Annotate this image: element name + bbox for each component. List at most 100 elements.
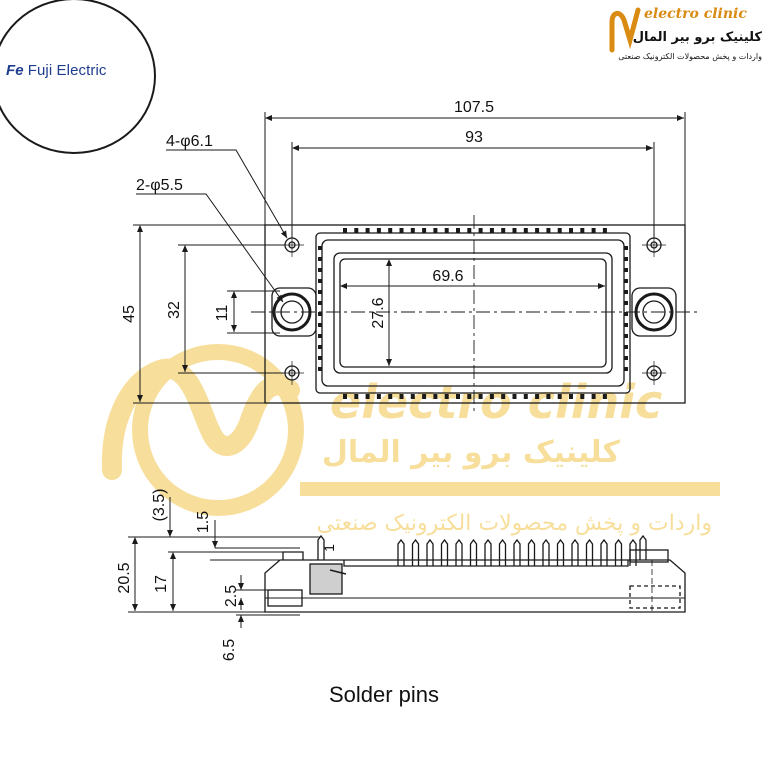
pin-right <box>624 279 628 283</box>
pin-left <box>318 323 322 327</box>
side-dimensions <box>128 497 320 628</box>
brand-farsi-main: کلینیک برو بیر المال <box>632 30 762 45</box>
small-hole-br <box>642 361 666 385</box>
pin-top <box>399 228 404 233</box>
solder-pin <box>629 538 637 566</box>
solder-pin <box>455 538 463 566</box>
pin-bottom <box>354 394 359 399</box>
pin-right <box>624 301 628 305</box>
fuji-logo-mark: Fe <box>6 62 24 79</box>
pin-top <box>365 228 370 233</box>
large-hole-right <box>631 287 677 337</box>
pin-left <box>318 367 322 371</box>
pin-bottom <box>467 394 472 399</box>
pin-bottom <box>365 394 370 399</box>
pin-right <box>624 257 628 261</box>
pin-bottom <box>569 394 573 399</box>
brand-title: electro clinic <box>644 6 747 22</box>
pin-top <box>433 228 438 233</box>
electro-clinic-brand: electro clinic کلینیک برو بیر المال وارد… <box>604 0 768 70</box>
pin-right <box>624 312 628 316</box>
watermark-farsi-sub: واردات و پخش محصولات الکترونیک صنعتی <box>317 511 712 536</box>
solder-pin <box>639 534 647 560</box>
solder-pin <box>527 538 536 566</box>
dim-pin-offset: (3.5) <box>151 489 168 522</box>
top-dimension-labels: 107.5 93 4-φ6.1 2-φ5.5 69.6 45 32 11 27.… <box>121 99 494 329</box>
pin-left <box>318 356 322 360</box>
pin-right <box>624 268 628 272</box>
pin-right <box>624 367 628 371</box>
solder-pin <box>571 538 579 566</box>
dim-window-width: 27.6 <box>370 297 387 328</box>
dim-large-hole-span: 11 <box>214 305 231 322</box>
pin-top <box>467 228 472 233</box>
pin-bottom <box>456 394 460 399</box>
pin-bottom <box>388 394 393 399</box>
dim-window-length: 69.6 <box>432 268 463 285</box>
dim-pin-small: 1 <box>321 544 337 552</box>
pin-top <box>580 228 585 233</box>
dim-holes-small: 4-φ6.1 <box>166 133 213 150</box>
dim-overall-width: 45 <box>121 305 138 323</box>
side-view <box>264 534 686 613</box>
pin-left <box>318 334 322 338</box>
pin-top <box>388 228 393 233</box>
pin-bottom <box>422 394 427 399</box>
pin-bottom <box>602 394 607 399</box>
solder-pin <box>440 538 449 566</box>
pin-top <box>546 228 551 233</box>
pin-bottom <box>343 394 347 399</box>
dim-overall-length: 107.5 <box>454 99 494 116</box>
pin-bottom <box>478 394 483 399</box>
large-hole-left <box>271 287 317 337</box>
pin-top <box>444 228 449 233</box>
pin-col-right <box>624 246 628 371</box>
pin-top <box>489 228 494 233</box>
dim-holes-large: 2-φ5.5 <box>136 177 183 194</box>
dim-pin-below: 6.5 <box>221 639 238 661</box>
pin-top <box>354 228 359 233</box>
watermark: electro clinic کلینیک برو بیر المال وارد… <box>101 344 720 536</box>
solder-pins <box>317 534 647 566</box>
module-outline <box>264 224 686 404</box>
solder-pin <box>513 538 521 566</box>
dim-side-body: 17 <box>153 575 170 593</box>
pin-row-top <box>343 228 607 233</box>
solder-pin <box>426 538 434 566</box>
pin-top <box>501 228 506 233</box>
pin-bottom <box>433 394 438 399</box>
dim-base-step: 2.5 <box>223 585 240 607</box>
dim-mount-pitch: 93 <box>465 129 483 146</box>
side-dimension-labels: 20.5 17 (3.5) 1.5 1 2.5 6.5 <box>116 489 337 662</box>
solder-pin <box>397 538 405 566</box>
pin-left <box>318 268 322 272</box>
pin-top <box>591 228 596 233</box>
pin-top <box>478 228 483 233</box>
pin-top <box>343 228 347 233</box>
pin-left <box>318 301 322 305</box>
pin-bottom <box>523 394 528 399</box>
watermark-farsi-main: کلینیک برو بیر المال <box>322 435 621 470</box>
pin-right <box>624 345 628 349</box>
pin-bottom <box>535 394 540 399</box>
pin-left <box>318 246 322 250</box>
pin-top <box>512 228 517 233</box>
solder-pin <box>542 538 550 566</box>
pin-right <box>624 334 628 338</box>
pin-col-left <box>318 246 322 371</box>
fuji-logo-text: Fuji Electric <box>27 62 107 79</box>
solder-pin <box>317 534 325 560</box>
pin-top <box>422 228 427 233</box>
pin-right <box>624 290 628 294</box>
pin-top <box>535 228 540 233</box>
watermark-latin: electro clinic <box>330 375 662 429</box>
pin-bottom <box>376 394 381 399</box>
pin-right <box>624 323 628 327</box>
pin-bottom <box>580 394 585 399</box>
pin-top <box>376 228 381 233</box>
pin-left <box>318 279 322 283</box>
top-dimensions <box>133 112 686 404</box>
solder-pin <box>411 538 420 566</box>
